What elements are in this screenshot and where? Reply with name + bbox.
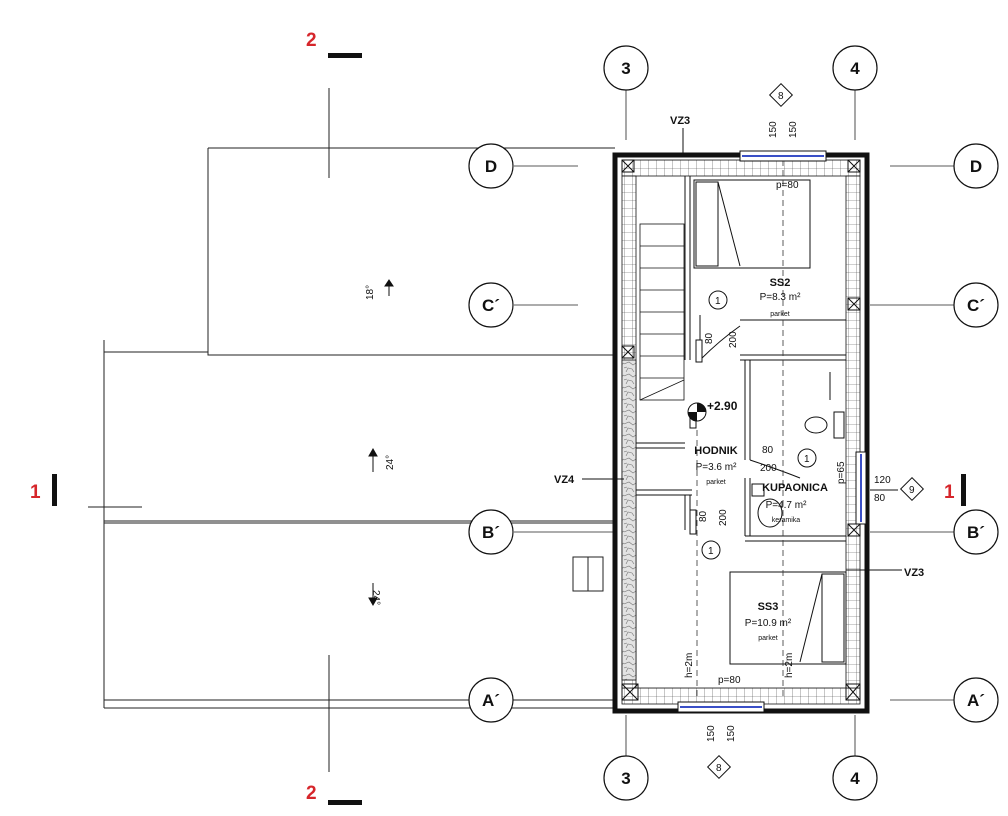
axis-a-right: A´	[967, 691, 985, 710]
axis-3-top: 3	[621, 59, 630, 78]
axis-b-right: B´	[967, 523, 985, 542]
dim-80-window: 80	[874, 493, 886, 504]
axis-bubbles	[468, 45, 999, 801]
door-tag-1-ss2: 1	[715, 296, 721, 307]
window-tag-8-bottom	[706, 754, 732, 780]
dim-200-door-ss3: 200	[718, 509, 729, 526]
dim-h2m-right: h=2m	[784, 653, 795, 678]
section-1-left-label: 1	[30, 482, 41, 503]
elevation-marker	[687, 402, 707, 422]
door-tag-1-ss3: 1	[708, 546, 714, 557]
slope-arrow-up-icon	[384, 279, 394, 296]
roof-outline	[88, 147, 615, 709]
bed-ss2	[693, 179, 811, 269]
dim-200-door-ss2: 200	[728, 331, 739, 348]
room-kupaonica-area: P=4.7 m²	[766, 500, 808, 511]
grid-lines	[514, 90, 954, 756]
room-ss2-name: SS2	[770, 277, 791, 289]
dim-h2m-left: h=2m	[684, 653, 695, 678]
dim-p65: p=65	[836, 461, 847, 484]
interior-walls	[636, 176, 846, 542]
axis-d-left: D	[485, 157, 497, 176]
dim-150-bottom-a: 150	[706, 725, 717, 742]
section-2-bottom-label: 2	[306, 783, 317, 804]
room-ss3-material: parket	[758, 635, 778, 642]
section-1-right-bar	[961, 474, 966, 506]
window-tag-9-label: 9	[909, 485, 915, 496]
axis-4-bottom: 4	[850, 769, 860, 788]
axis-4-top: 4	[850, 59, 860, 78]
staircase	[639, 223, 685, 401]
window-tag-8-top	[768, 82, 794, 108]
section-1-left-bar	[52, 474, 57, 506]
axis-c-right: C´	[967, 296, 985, 315]
axis-d-right: D	[970, 157, 982, 176]
dim-80-door-ss3: 80	[698, 510, 709, 522]
axis-3-bottom: 3	[621, 769, 630, 788]
dim-p80-bottom: p=80	[718, 675, 741, 686]
window-tag-8-top-label: 8	[778, 91, 784, 102]
dim-150-top-a: 150	[768, 121, 779, 138]
windows	[677, 150, 867, 713]
slope-arrow-down-icon	[368, 583, 378, 607]
axis-a-left: A´	[482, 691, 500, 710]
room-kupaonica-name: KUPAONICA	[762, 482, 828, 494]
window-tag-8-bottom-label: 8	[716, 763, 722, 774]
window-tag-9	[899, 476, 925, 502]
wall-type-vz3-top: VZ3	[670, 115, 690, 127]
dim-80-door-bath: 80	[762, 445, 774, 456]
room-hodnik-area: P=3.6 m²	[696, 462, 738, 473]
bed-ss3	[729, 571, 847, 665]
door-tag-1-bath: 1	[804, 454, 810, 465]
dim-150-top-b: 150	[788, 121, 799, 138]
room-ss2-area: P=8.3 m²	[760, 292, 802, 303]
column-markers	[621, 159, 861, 701]
section-2-top-bar	[328, 53, 362, 58]
axis-c-left: C´	[482, 296, 500, 315]
section-2-bottom-bar	[328, 800, 362, 805]
room-hodnik-material: parket	[706, 479, 726, 486]
room-hodnik-name: HODNIK	[694, 445, 737, 457]
section-2-top-label: 2	[306, 30, 317, 51]
dim-150-bottom-b: 150	[726, 725, 737, 742]
wall-type-vz3-right: VZ3	[904, 567, 924, 579]
room-ss3-area: P=10.9 m²	[745, 618, 792, 629]
dim-200-door-bath: 200	[760, 463, 777, 474]
dim-p80-top: p=80	[776, 180, 799, 191]
hidden-lines	[696, 160, 784, 700]
dim-120: 120	[874, 475, 891, 486]
room-kupaonica-material: keramika	[772, 517, 801, 524]
slope-arrow-up-icon	[368, 447, 378, 472]
elevation-label: +2.90	[707, 399, 738, 413]
room-ss2-material: parket	[770, 311, 790, 318]
door-tags	[701, 290, 817, 560]
section-1-right-label: 1	[944, 482, 955, 503]
axis-b-left: B´	[482, 523, 500, 542]
building-walls	[612, 152, 870, 714]
slope-roof-mid: 24°	[385, 455, 396, 470]
wall-type-vz4: VZ4	[554, 474, 575, 486]
bathroom-fixtures	[751, 372, 845, 528]
slope-roof-top: 18°	[365, 285, 376, 300]
room-ss3-name: SS3	[758, 601, 779, 613]
dim-80-door-ss2: 80	[704, 332, 715, 344]
